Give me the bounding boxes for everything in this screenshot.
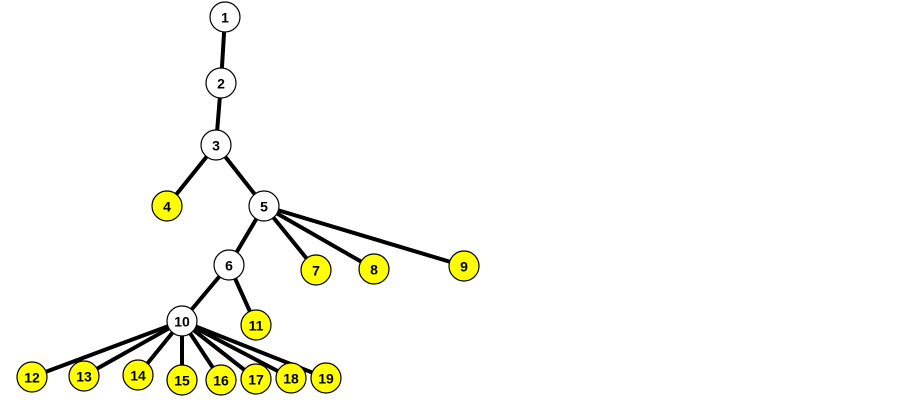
node-circle-2 bbox=[205, 67, 237, 99]
node-label-11: 11 bbox=[249, 318, 264, 334]
node-12: 12 bbox=[16, 361, 48, 393]
node-label-6: 6 bbox=[225, 258, 233, 274]
node-label-19: 19 bbox=[318, 371, 334, 387]
node-label-18: 18 bbox=[283, 371, 299, 387]
node-circle-11 bbox=[240, 309, 272, 341]
node-circle-3 bbox=[200, 129, 232, 161]
node-circle-19 bbox=[310, 362, 342, 394]
node-circle-18 bbox=[275, 362, 307, 394]
node-4: 4 bbox=[151, 190, 183, 222]
node-label-3: 3 bbox=[212, 138, 220, 154]
node-9: 9 bbox=[448, 250, 480, 282]
node-circle-12 bbox=[16, 361, 48, 393]
node-label-5: 5 bbox=[260, 199, 268, 215]
node-11: 11 bbox=[240, 309, 272, 341]
node-5: 5 bbox=[248, 190, 280, 222]
node-label-12: 12 bbox=[24, 370, 40, 386]
edge-10-13 bbox=[82, 319, 184, 378]
node-label-14: 14 bbox=[130, 368, 146, 384]
node-label-10: 10 bbox=[174, 314, 190, 330]
node-14: 14 bbox=[122, 359, 154, 391]
node-label-2: 2 bbox=[217, 76, 225, 92]
node-circle-14 bbox=[122, 359, 154, 391]
node-label-4: 4 bbox=[163, 199, 171, 215]
node-label-15: 15 bbox=[174, 373, 190, 389]
node-circle-13 bbox=[68, 360, 100, 392]
node-17: 17 bbox=[240, 363, 272, 395]
node-2: 2 bbox=[205, 67, 237, 99]
node-18: 18 bbox=[275, 362, 307, 394]
node-label-17: 17 bbox=[248, 372, 264, 388]
node-16: 16 bbox=[205, 364, 237, 396]
node-15: 15 bbox=[166, 364, 198, 396]
edge-10-18 bbox=[180, 319, 293, 380]
node-circle-4 bbox=[151, 190, 183, 222]
node-1: 1 bbox=[209, 1, 241, 33]
node-6: 6 bbox=[213, 249, 245, 281]
node-label-1: 1 bbox=[221, 10, 229, 26]
node-circle-17 bbox=[240, 363, 272, 395]
node-circle-15 bbox=[166, 364, 198, 396]
node-19: 19 bbox=[310, 362, 342, 394]
node-circle-1 bbox=[209, 1, 241, 33]
node-label-13: 13 bbox=[76, 369, 92, 385]
edge-5-9 bbox=[262, 204, 466, 268]
edge-10-12 bbox=[30, 319, 184, 379]
node-circle-10 bbox=[166, 305, 198, 337]
node-8: 8 bbox=[358, 253, 390, 285]
node-circle-6 bbox=[213, 249, 245, 281]
node-circle-9 bbox=[448, 250, 480, 282]
node-circle-8 bbox=[358, 253, 390, 285]
node-label-9: 9 bbox=[460, 259, 468, 275]
node-10: 10 bbox=[166, 305, 198, 337]
edge-10-17 bbox=[180, 319, 258, 381]
node-7: 7 bbox=[300, 254, 332, 286]
node-circle-16 bbox=[205, 364, 237, 396]
node-label-8: 8 bbox=[370, 262, 378, 278]
node-3: 3 bbox=[200, 129, 232, 161]
edge-5-8 bbox=[262, 204, 376, 271]
node-13: 13 bbox=[68, 360, 100, 392]
node-label-7: 7 bbox=[312, 263, 320, 279]
node-circle-7 bbox=[300, 254, 332, 286]
node-label-16: 16 bbox=[213, 373, 229, 389]
node-circle-5 bbox=[248, 190, 280, 222]
